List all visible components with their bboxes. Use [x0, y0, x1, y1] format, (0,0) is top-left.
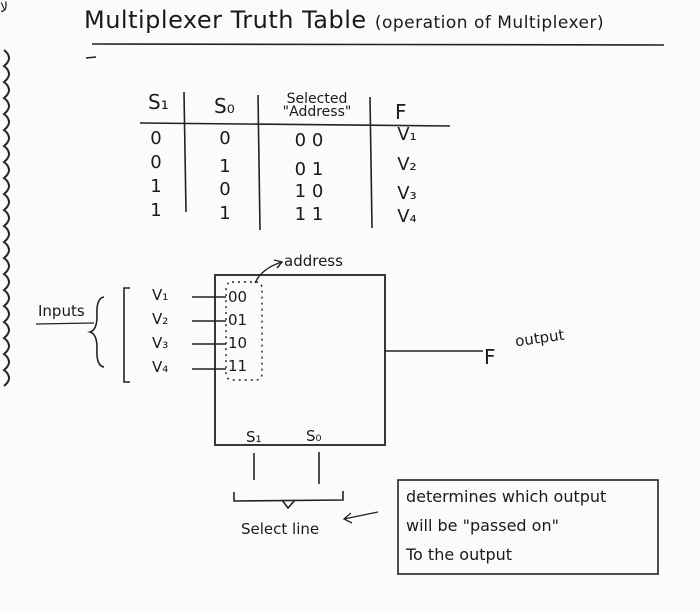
margin-mark: ﻻ [0, 0, 8, 16]
cell-s0: 1 [219, 156, 231, 177]
note-line-1: determines which output [406, 487, 607, 506]
page-title-main: Multiplexer Truth Table [84, 6, 367, 34]
multiplexer-box [214, 274, 386, 446]
title-underline-tick [85, 56, 97, 59]
cell-addr: 0 1 [294, 159, 324, 180]
input-v1: V₁ [152, 286, 169, 304]
input-v4: V₄ [152, 358, 169, 376]
input-v2: V₂ [152, 310, 169, 328]
cell-s0: 1 [219, 203, 231, 224]
note-text: determines which output will be "passed … [406, 482, 654, 569]
address-arrow [254, 259, 284, 284]
title-underline [91, 43, 665, 46]
output-letter: F [484, 345, 496, 369]
input-pin-lines [192, 296, 226, 370]
notebook-margin-curls [2, 49, 10, 387]
cell-s0: 0 [219, 128, 231, 149]
cell-f: V₃ [397, 183, 417, 204]
cell-addr: 1 1 [294, 204, 324, 225]
cell-s1: 1 [150, 200, 162, 221]
cell-addr: 0 0 [294, 130, 324, 151]
cell-addr: 1 0 [294, 181, 324, 202]
address-label: address [284, 252, 343, 270]
inputs-label: Inputs [38, 302, 85, 320]
cell-s1: 0 [150, 152, 162, 173]
input-v3: V₃ [152, 334, 169, 352]
page-title-sub: (operation of Multiplexer) [374, 13, 605, 33]
address-10: 10 [228, 334, 248, 352]
note-box [397, 479, 659, 575]
cell-s0: 0 [219, 179, 231, 200]
cell-s1: 1 [150, 176, 162, 197]
note-line-3: To the output [406, 545, 513, 564]
header-selected: Selected [286, 91, 348, 107]
header-s0: S₀ [214, 94, 235, 118]
page-title: Multiplexer Truth Table (operation of Mu… [84, 6, 604, 34]
address-11: 11 [228, 357, 248, 375]
address-dotted-box [225, 281, 263, 381]
cell-f: V₄ [397, 206, 417, 227]
header-f: F [395, 100, 407, 124]
cell-f: V₂ [397, 154, 417, 175]
header-selected-address: Selected "Address" [272, 91, 362, 120]
note-arrow [342, 511, 379, 524]
note-line-2: will be "passed on" [406, 516, 559, 535]
header-s1: S₁ [148, 90, 169, 114]
select-pin-lines [233, 452, 344, 510]
address-01: 01 [228, 311, 248, 329]
address-00: 00 [228, 288, 248, 306]
cell-f: V₁ [397, 124, 417, 145]
select-pin-s0: S₀ [306, 427, 322, 445]
inputs-label-underline [35, 322, 95, 325]
cell-s1: 0 [150, 128, 162, 149]
inputs-bracket [123, 287, 130, 383]
select-line-label: Select line [241, 520, 320, 538]
truth-table-lines [139, 91, 451, 231]
select-pin-s1: S₁ [246, 428, 262, 446]
header-address: "Address" [282, 104, 352, 120]
inputs-brace [87, 296, 105, 368]
